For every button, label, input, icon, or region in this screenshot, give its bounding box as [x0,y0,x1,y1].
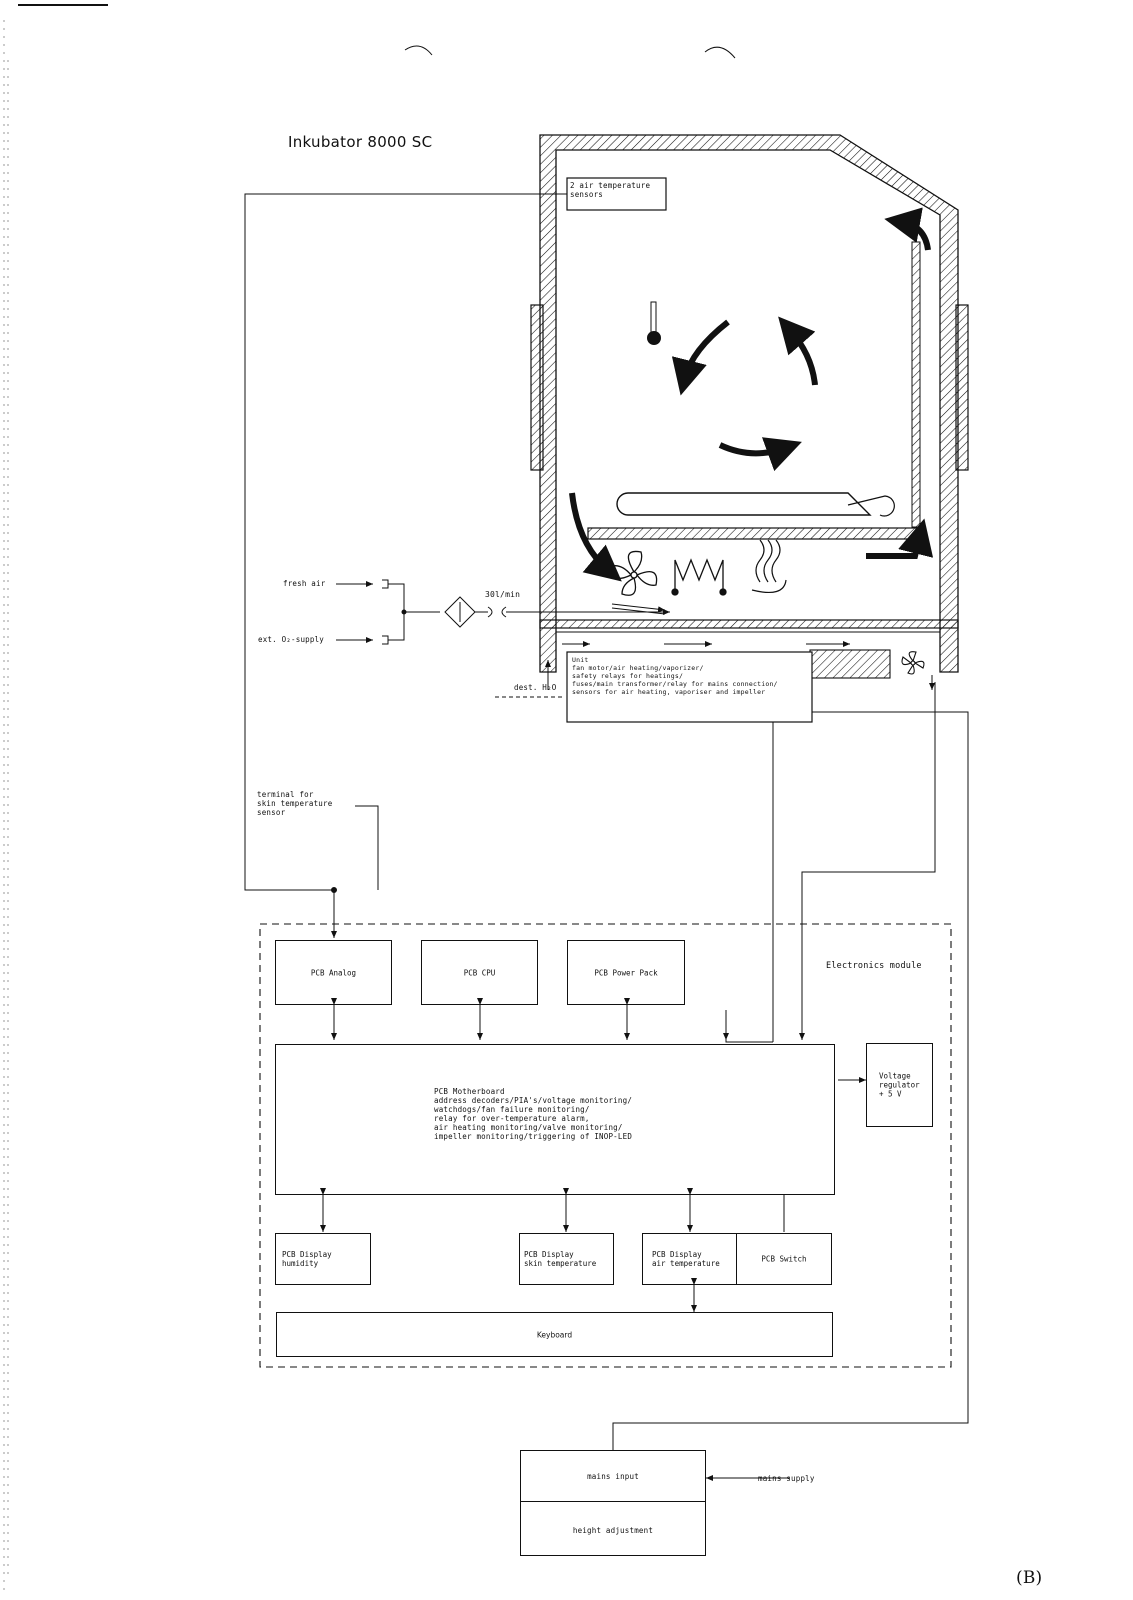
mains-supply-label: mains supply [758,1474,815,1483]
skin-sensor-terminal-label: terminal for skin temperature sensor [257,790,333,817]
pcb-motherboard-box: PCB Motherboard address decoders/PIA's/v… [275,1044,835,1195]
pcb-switch-label: PCB Switch [761,1254,807,1264]
pcb-power-pack-box: PCB Power Pack [567,940,685,1005]
vaporizer-icon [751,539,787,593]
pcb-analog-box: PCB Analog [275,940,392,1005]
diagram-title: Inkubator 8000 SC [288,133,433,151]
pcb-motherboard-label: PCB Motherboard address decoders/PIA's/v… [434,1087,633,1141]
sensor-label: 2 air temperature sensors [570,181,651,199]
keyboard-label: Keyboard [536,1330,573,1339]
small-fan-icon [901,651,925,675]
pcb-display-skin-box: PCB Display skin temperature [519,1233,614,1285]
flow-rate-label: 30l/min [485,590,521,599]
pcb-power-pack-label: PCB Power Pack [594,968,658,977]
voltage-regulator-box: Voltage regulator + 5 V [866,1043,933,1127]
thermometer-icon [647,301,661,345]
height-adjustment-label: height adjustment [572,1526,654,1535]
mains-divider [521,1501,705,1503]
pcb-cpu-box: PCB CPU [421,940,538,1005]
unit-box [566,651,813,723]
pcb-analog-label: PCB Analog [310,968,357,977]
air-inlet-lines [336,579,850,698]
fan-icon [611,550,658,596]
keyboard-box: Keyboard [276,1312,833,1357]
incubator-hood [530,134,969,679]
mains-input-label: mains input [587,1472,639,1481]
ext-o2-supply-label: ext. O₂-supply [258,635,325,644]
heater-icon [671,558,727,596]
fresh-air-label: fresh air [283,579,326,588]
electronics-module-label: Electronics module [826,961,922,971]
mains-unit-box: mains input height adjustment [520,1450,706,1556]
pcb-display-skin-label: PCB Display skin temperature [524,1250,597,1268]
sensor-box [566,177,667,211]
pcb-cpu-label: PCB CPU [463,968,496,977]
pcb-display-air-box: PCB Display air temperature [642,1233,737,1285]
air-circulation-arrows [569,207,934,582]
pcb-display-humidity-label: PCB Display humidity [282,1250,332,1268]
voltage-regulator-label: Voltage regulator + 5 V [879,1071,920,1099]
page-mark: (B) [1016,1568,1043,1588]
pcb-display-air-label: PCB Display air temperature [652,1250,720,1268]
electronics-module-border [259,923,952,1368]
unit-description: Unit fan motor/air heating/vaporizer/ sa… [572,656,778,696]
pcb-display-humidity-box: PCB Display humidity [275,1233,371,1285]
wiring [244,193,969,1481]
scan-edge [3,20,9,1590]
distilled-water-label: dest. H₂O [514,683,557,692]
pcb-switch-box: PCB Switch [736,1233,832,1285]
